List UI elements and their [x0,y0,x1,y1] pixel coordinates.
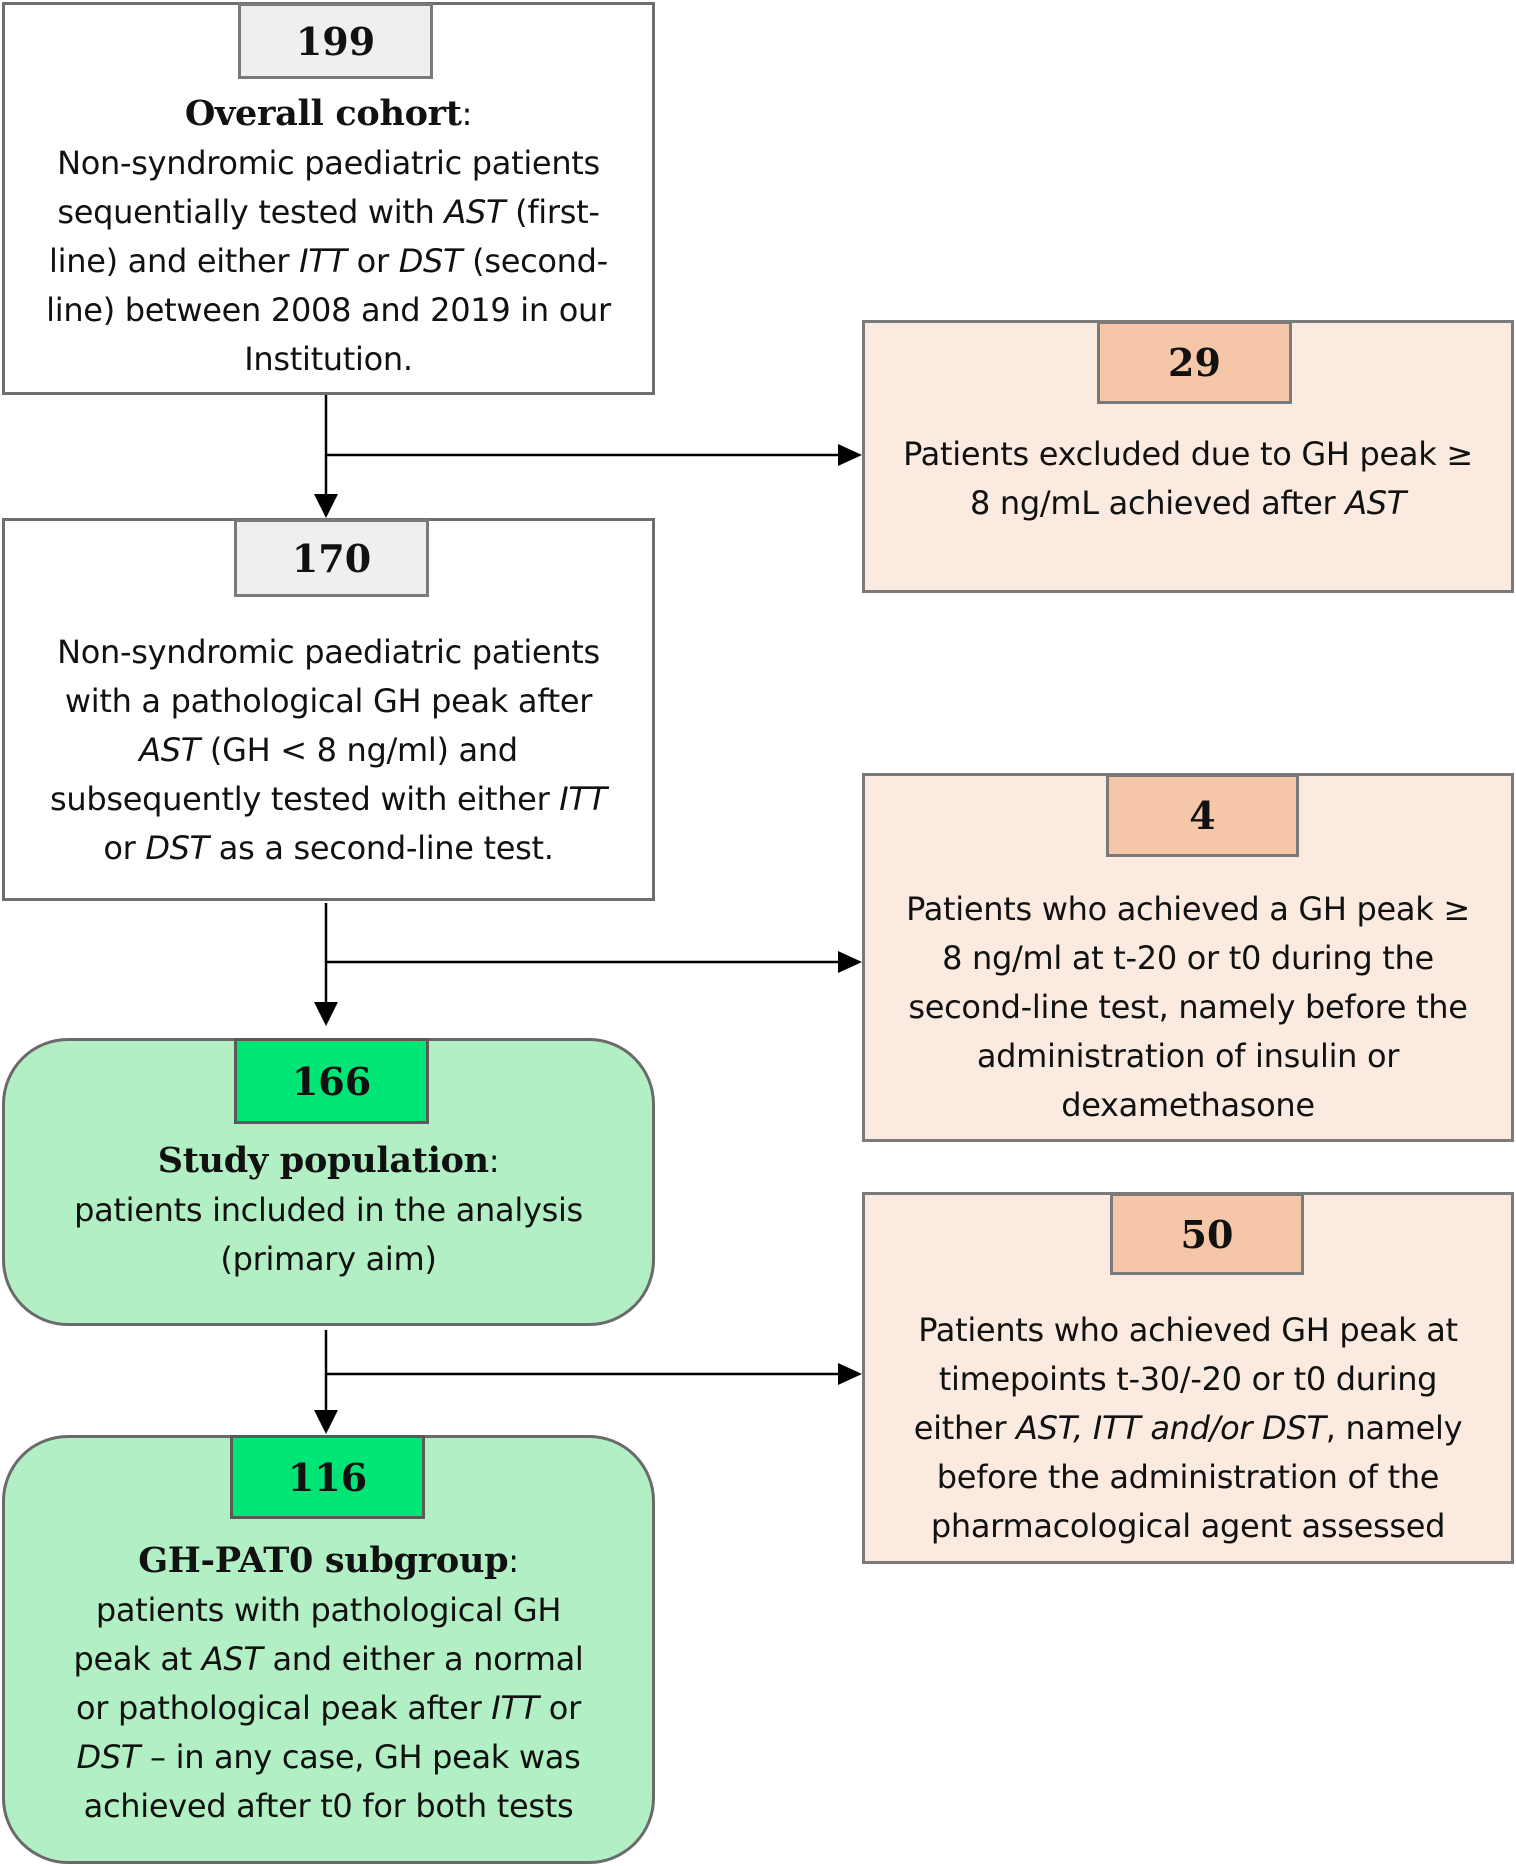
arrowhead-down-3 [314,1410,338,1434]
text-line: 8 ng/mL achieved after AST [969,484,1407,522]
text-line: sequentially tested with AST (first- [57,193,600,231]
text-line: line) between 2008 and 2019 in our [46,291,611,329]
study-population-box: 166 Study population: patients included … [2,1038,655,1326]
text-line: peak at AST and either a normal [73,1640,584,1678]
arrowhead-down-1 [314,494,338,518]
study-population-count: 166 [234,1038,429,1124]
pathological-peak-count: 170 [234,519,429,597]
text-line: (primary aim) [220,1240,437,1278]
excluded-timepoints-text: Patients who achieved GH peak at timepoin… [865,1306,1511,1551]
overall-cohort-text: Overall cohort: Non-syndromic paediatric… [5,89,652,384]
text-line: pharmacological agent assessed [930,1507,1446,1545]
excluded-ast-box: 29 Patients excluded due to GH peak ≥ 8 n… [862,320,1514,593]
arrowhead-down-2 [314,1002,338,1026]
text-line: Institution. [244,340,413,378]
text-line: patients with pathological GH [95,1591,562,1629]
gh-pat0-subgroup-count: 116 [230,1435,425,1519]
gh-pat0-subgroup-text: GH-PAT0 subgroup: patients with patholog… [5,1536,652,1831]
excluded-early-peak-text: Patients who achieved a GH peak ≥ 8 ng/ml… [865,885,1511,1130]
text-line: patients included in the analysis [74,1191,583,1229]
text-line: or pathological peak after ITT or [76,1689,581,1727]
overall-cohort-heading: Overall cohort: [184,93,473,134]
text-line: or DST as a second-line test. [103,829,554,867]
study-population-heading: Study population: [157,1140,500,1181]
text-line: administration of insulin or [976,1037,1400,1075]
text-line: dexamethasone [1061,1086,1315,1124]
gh-pat0-subgroup-heading: GH-PAT0 subgroup: [138,1540,519,1581]
text-line: AST (GH < 8 ng/ml) and [139,731,518,769]
overall-cohort-box: 199 Overall cohort: Non-syndromic paedia… [2,2,655,395]
text-line: subsequently tested with either ITT [50,780,607,818]
text-line: before the administration of the [936,1458,1440,1496]
excluded-early-peak-box: 4 Patients who achieved a GH peak ≥ 8 ng/… [862,773,1514,1142]
text-line: 8 ng/ml at t-20 or t0 during the [942,939,1434,977]
text-line: Patients excluded due to GH peak ≥ [903,435,1473,473]
study-population-text: Study population: patients included in t… [5,1136,652,1284]
excluded-early-peak-count: 4 [1106,774,1299,857]
pathological-peak-text: Non-syndromic paediatric patients with a … [5,628,652,873]
pathological-peak-box: 170 Non-syndromic paediatric patients wit… [2,518,655,901]
overall-cohort-count: 199 [238,3,433,79]
text-line: Non-syndromic paediatric patients [57,144,600,182]
excluded-ast-count: 29 [1097,321,1292,404]
text-line: Patients who achieved GH peak at [918,1311,1458,1349]
arrowhead-right-3 [838,1363,862,1385]
text-line: timepoints t-30/-20 or t0 during [938,1360,1438,1398]
arrowhead-right-2 [838,951,862,973]
text-line: Non-syndromic paediatric patients [57,633,600,671]
text-line: either AST, ITT and/or DST, namely [913,1409,1463,1447]
gh-pat0-subgroup-box: 116 GH-PAT0 subgroup: patients with path… [2,1435,655,1864]
excluded-ast-text: Patients excluded due to GH peak ≥ 8 ng/m… [865,430,1511,528]
excluded-timepoints-count: 50 [1110,1193,1304,1275]
text-line: second-line test, namely before the [908,988,1468,1026]
text-line: line) and either ITT or DST (second- [49,242,608,280]
text-line: Patients who achieved a GH peak ≥ [906,890,1470,928]
text-line: achieved after t0 for both tests [83,1787,574,1825]
excluded-timepoints-box: 50 Patients who achieved GH peak at timep… [862,1192,1514,1564]
arrowhead-right-1 [838,444,862,466]
text-line: DST – in any case, GH peak was [76,1738,581,1776]
text-line: with a pathological GH peak after [64,682,593,720]
